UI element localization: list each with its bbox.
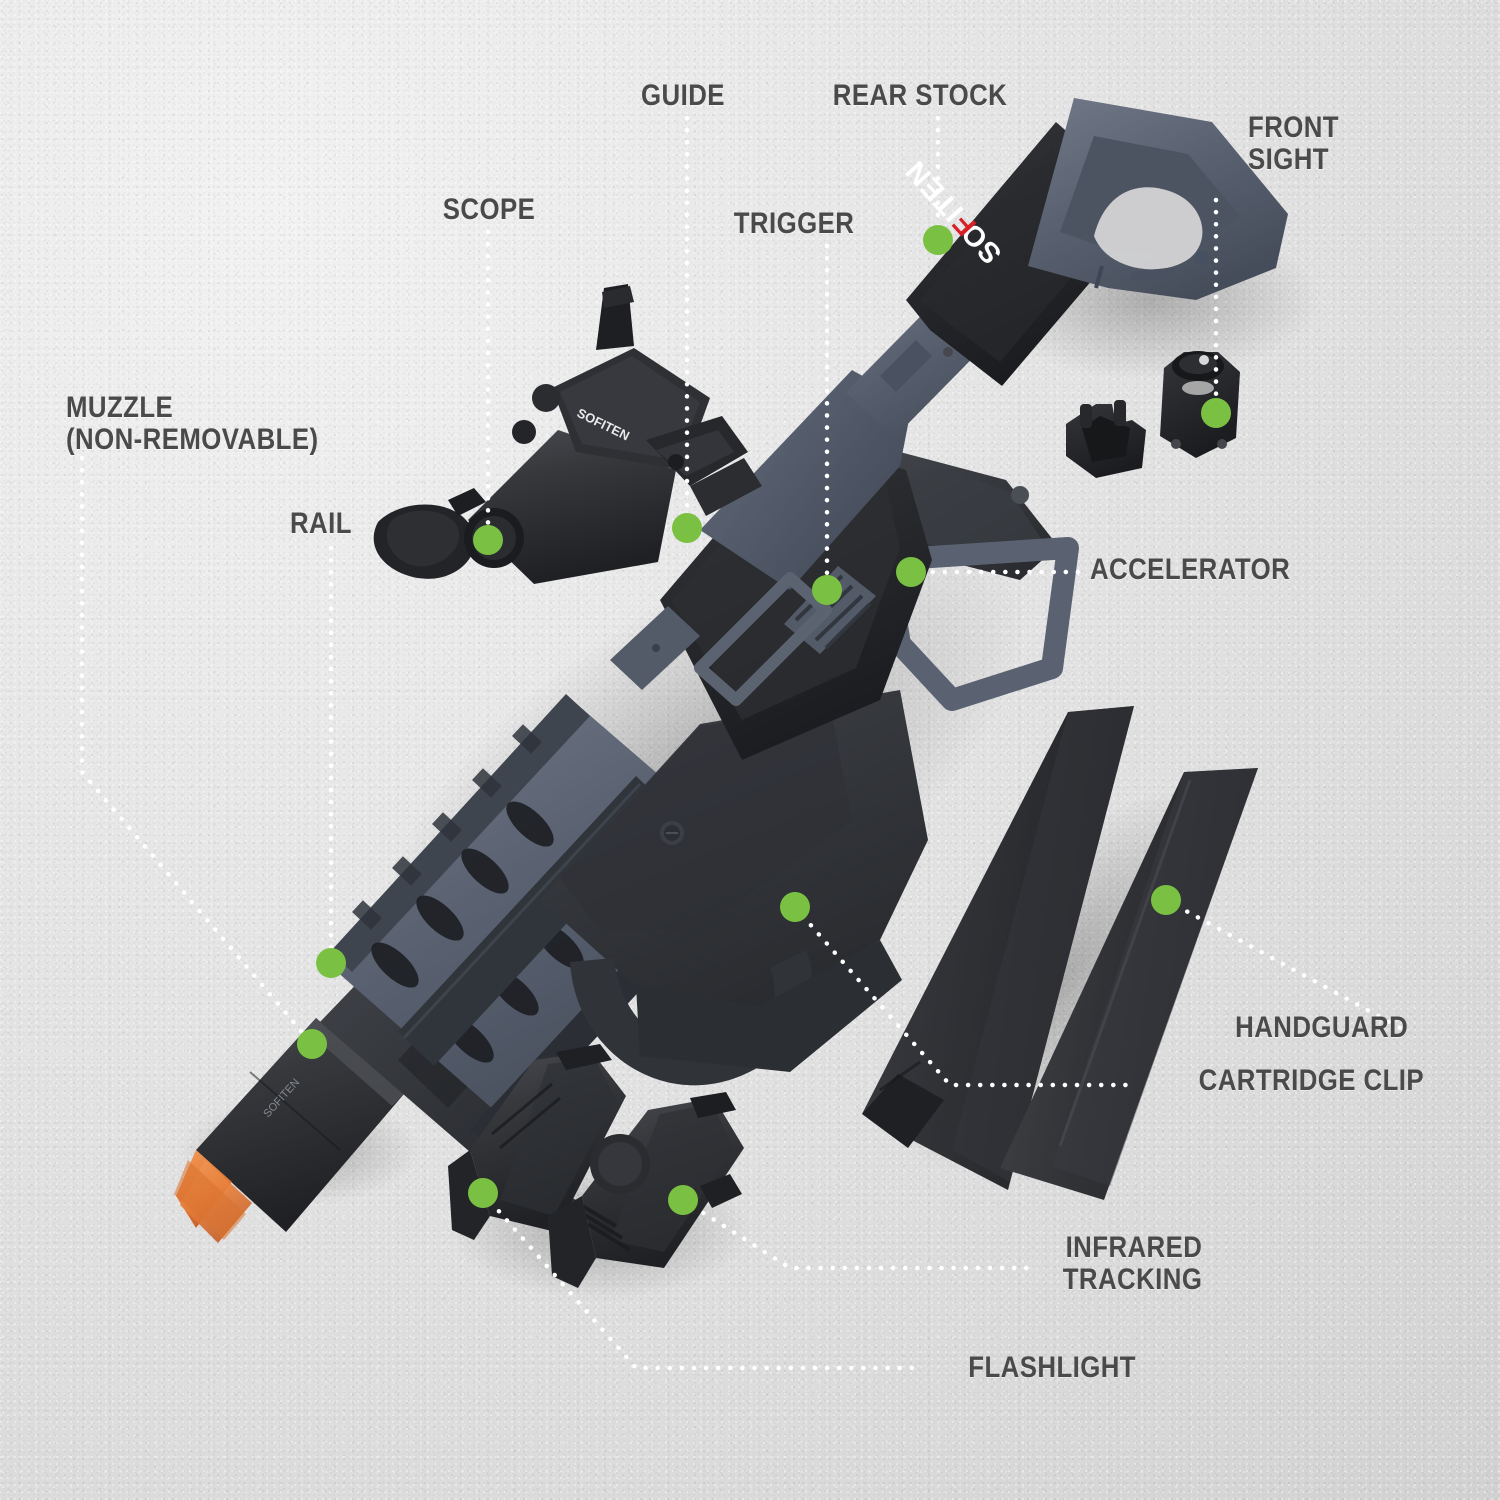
dot-front-sight [1201,398,1231,428]
callout-label-scope: SCOPE [442,193,536,226]
callout-label-rail: RAIL [290,507,352,540]
dot-muzzle [297,1029,327,1059]
leader-muzzle [79,455,315,1047]
callout-label-flashlight: FLASHLIGHT [968,1351,1136,1384]
dot-accelerator [896,557,926,587]
leader-cartridge-clip [792,904,1139,1088]
callout-label-guide: GUIDE [641,79,725,112]
callout-label-cartridge-clip: CARTRIDGE CLIP [1198,1064,1424,1097]
callout-dots [297,225,1231,1215]
dot-cartridge-clip [780,892,810,922]
callout-label-infrared: INFRARED TRACKING [1062,1231,1202,1297]
callout-label-muzzle: MUZZLE (NON-REMOVABLE) [66,391,319,457]
callout-label-rear-stock: REAR STOCK [832,79,1008,112]
dot-guide [672,513,702,543]
dot-flashlight [468,1178,498,1208]
dot-infrared [668,1185,698,1215]
callout-label-trigger: TRIGGER [733,207,855,240]
dot-rear-stock [923,225,953,255]
leader-infrared [680,1197,1031,1271]
callout-label-accelerator: ACCELERATOR [1090,553,1291,586]
callout-label-front-sight: FRONT SIGHT [1248,111,1340,177]
dot-scope [473,525,503,555]
leader-flashlight [480,1190,921,1371]
dot-rail [316,948,346,978]
dot-trigger [812,575,842,605]
dot-handguard [1151,885,1181,915]
callout-label-handguard: HANDGUARD [1235,1011,1408,1044]
